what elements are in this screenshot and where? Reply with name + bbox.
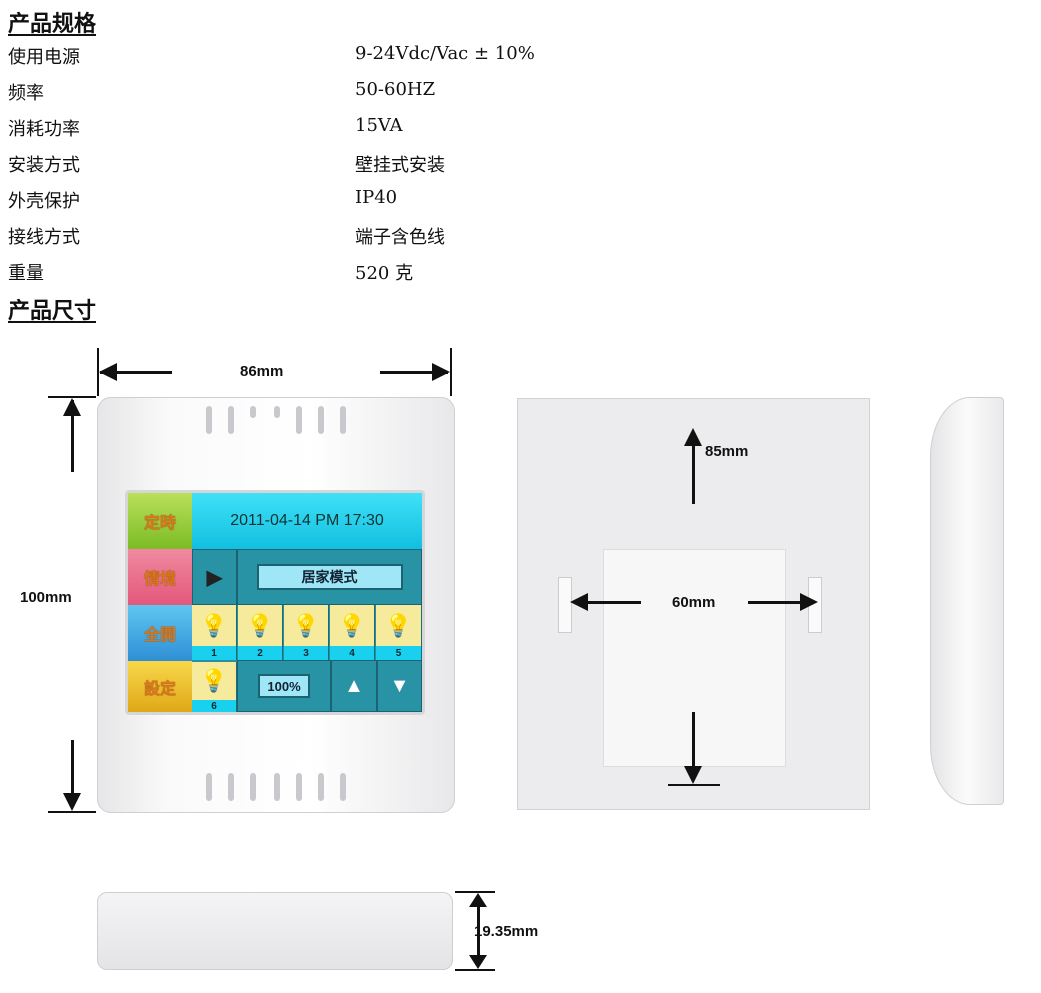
light-button-3[interactable]: 💡: [284, 605, 329, 646]
spec-value: 端子含色线: [355, 227, 445, 248]
bulb-icon: 💡: [292, 612, 320, 638]
spec-label: 外壳保护: [8, 191, 80, 212]
spec-label: 重量: [8, 263, 44, 284]
arrow-up-icon: [469, 893, 487, 907]
scene-button[interactable]: 情境: [128, 549, 192, 605]
bottom-view: [97, 892, 453, 970]
back-vertical-dimension: 85mm: [705, 443, 749, 460]
spec-value: 50-60HZ: [355, 79, 436, 100]
specs-heading: 产品规格: [8, 11, 97, 37]
bulb-icon: 💡: [200, 612, 228, 638]
spec-value: 9-24Vdc/Vac ± 10%: [355, 43, 535, 64]
timer-button[interactable]: 定時: [128, 493, 192, 549]
arrow-up-icon: [63, 398, 81, 416]
side-view: [930, 397, 1004, 805]
spec-label: 安装方式: [8, 155, 80, 176]
back-horizontal-dimension: 60mm: [672, 594, 716, 611]
bulb-icon: 💡: [246, 612, 274, 638]
light-button-2[interactable]: 💡: [238, 605, 283, 646]
spec-value: IP40: [355, 187, 398, 208]
light-number: 5: [376, 646, 422, 660]
arrow-down-icon: [684, 766, 702, 784]
light-button-1[interactable]: 💡: [192, 605, 237, 646]
light-button-6[interactable]: 💡: [192, 662, 237, 700]
light-number: 1: [192, 646, 237, 660]
light-number: 6: [192, 700, 237, 712]
width-dimension: 86mm: [240, 363, 284, 380]
all-on-button[interactable]: 全開: [128, 605, 192, 661]
arrow-right-icon: [432, 363, 450, 381]
arrow-down-icon: [63, 793, 81, 811]
arrow-up-icon: [684, 428, 702, 446]
spec-label: 使用电源: [8, 47, 80, 68]
triangle-down-icon: ▼: [389, 674, 410, 697]
bulb-icon: 💡: [200, 668, 228, 693]
light-number: 3: [284, 646, 329, 660]
depth-dimension: 19.35mm: [474, 923, 539, 940]
settings-button[interactable]: 設定: [128, 661, 192, 712]
down-button[interactable]: ▼: [377, 660, 422, 712]
touch-screen: 定時 情境 全開 設定 2011-04-14 PM 17:30 ▶ 居家模式 💡…: [125, 490, 425, 715]
brightness-value: 100%: [258, 674, 310, 698]
spec-value: 15VA: [355, 115, 403, 136]
mode-label[interactable]: 居家模式: [256, 564, 403, 590]
play-icon: ▶: [206, 566, 223, 589]
dimensions-heading: 产品尺寸: [8, 298, 97, 324]
arrow-down-icon: [469, 955, 487, 969]
arrow-left-icon: [570, 593, 588, 611]
bulb-icon: 💡: [338, 612, 366, 638]
spec-label: 接线方式: [8, 227, 80, 248]
bulb-icon: 💡: [384, 612, 413, 638]
datetime-display: 2011-04-14 PM 17:30: [192, 493, 422, 549]
light-button-5[interactable]: 💡: [376, 605, 422, 646]
light-button-4[interactable]: 💡: [330, 605, 375, 646]
mode-panel: 居家模式: [237, 549, 422, 605]
spec-label: 频率: [8, 83, 44, 104]
spec-value: 壁挂式安装: [355, 155, 445, 176]
spec-value: 520 克: [355, 263, 414, 284]
play-button[interactable]: ▶: [192, 549, 237, 605]
up-button[interactable]: ▲: [331, 660, 377, 712]
spec-label: 消耗功率: [8, 119, 80, 140]
light-number: 4: [330, 646, 375, 660]
height-dimension: 100mm: [20, 589, 72, 606]
arrow-left-icon: [99, 363, 117, 381]
arrow-right-icon: [800, 593, 818, 611]
brightness-panel: 100%: [237, 660, 331, 712]
triangle-up-icon: ▲: [344, 674, 364, 697]
light-number: 2: [238, 646, 283, 660]
